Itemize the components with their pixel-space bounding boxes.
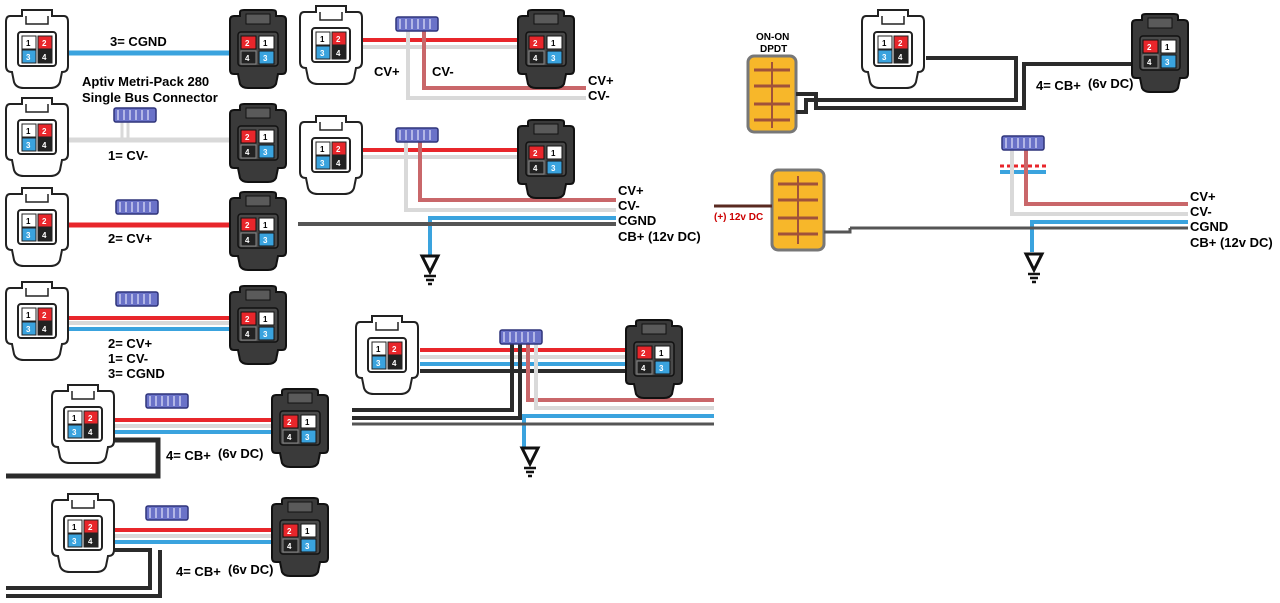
wire-bundle-row6: [6, 528, 278, 598]
label-cvplus: CV+: [588, 73, 614, 88]
male-connector: [229, 103, 287, 183]
label-cb: 4= CB+: [176, 564, 221, 579]
label-cgnd: CGND: [618, 213, 656, 228]
male-connector: [271, 497, 329, 577]
wire-bundle-mid-bottom: [352, 344, 714, 448]
label-cb-unit: (6v DC): [228, 562, 274, 577]
ground-symbol: [1024, 252, 1044, 284]
label-cvplus: CV+: [1190, 189, 1216, 204]
wire-bundle-right-bottom: [850, 150, 1188, 252]
label-cvplus: CV+: [618, 183, 644, 198]
ground-symbol: [520, 446, 540, 478]
label-cb: 4= CB+: [1036, 78, 1081, 93]
female-connector: [5, 187, 69, 267]
male-connector: [625, 319, 683, 399]
wire-bundle-row5: [6, 418, 278, 479]
power-in-label: (+) 12v DC: [714, 212, 763, 223]
label-cvminus: 1= CV-: [108, 351, 148, 366]
label-cb-unit: (6v DC): [218, 446, 264, 461]
male-connector: [1131, 13, 1189, 93]
male-connector: [517, 9, 575, 89]
label-cvplus: 2= CV+: [108, 336, 152, 351]
female-connector: [51, 384, 115, 464]
connector-title: Aptiv Metri-Pack 280: [82, 74, 209, 89]
male-connector: [229, 9, 287, 89]
switch-dpdt-top: [746, 54, 798, 134]
bus-block: [145, 393, 189, 409]
label-cb: CB+ (12v DC): [1190, 235, 1273, 250]
switch-label-2: DPDT: [760, 44, 787, 55]
male-connector: [229, 191, 287, 271]
wire-cb-right-top: [796, 56, 1138, 114]
label-cb: 4= CB+: [166, 448, 211, 463]
female-connector: [355, 315, 419, 395]
bus-block: [115, 291, 159, 307]
label-cb: CB+ (12v DC): [618, 229, 701, 244]
wire-bundle-mid-second: [298, 142, 616, 258]
ground-symbol: [420, 254, 440, 286]
label-cgnd: 3= CGND: [110, 34, 167, 49]
switch-label-1: ON-ON: [756, 32, 789, 43]
label-cvplus: 2= CV+: [108, 231, 152, 246]
female-connector: [299, 115, 363, 195]
male-connector: [271, 388, 329, 468]
wire-cvminus-row2: [68, 122, 236, 143]
male-connector: [517, 119, 575, 199]
bus-block: [113, 107, 157, 123]
label-cvminus: CV-: [618, 198, 640, 213]
switch-dpdt-bottom: [714, 168, 852, 252]
label-cvplus: CV+: [374, 64, 400, 79]
female-connector: [299, 5, 363, 85]
female-connector: [51, 493, 115, 573]
female-connector: [5, 97, 69, 177]
label-cvminus: 1= CV-: [108, 148, 148, 163]
bus-block: [115, 199, 159, 215]
bus-block: [395, 16, 439, 32]
connector-subtitle: Single Bus Connector: [82, 90, 218, 105]
bus-block: [1001, 135, 1045, 151]
label-cb-unit: (6v DC): [1088, 76, 1134, 91]
label-cgnd: 3= CGND: [108, 366, 165, 381]
bus-block: [145, 505, 189, 521]
bus-block: [499, 329, 543, 345]
label-cgnd: CGND: [1190, 219, 1228, 234]
female-connector: [5, 9, 69, 89]
female-connector: [5, 281, 69, 361]
wire-bundle-row4: [68, 316, 236, 331]
label-cvminus: CV-: [1190, 204, 1212, 219]
male-connector: [229, 285, 287, 365]
female-connector: [861, 9, 925, 89]
label-cvminus: CV-: [432, 64, 454, 79]
label-cvminus: CV-: [588, 88, 610, 103]
bus-block: [395, 127, 439, 143]
